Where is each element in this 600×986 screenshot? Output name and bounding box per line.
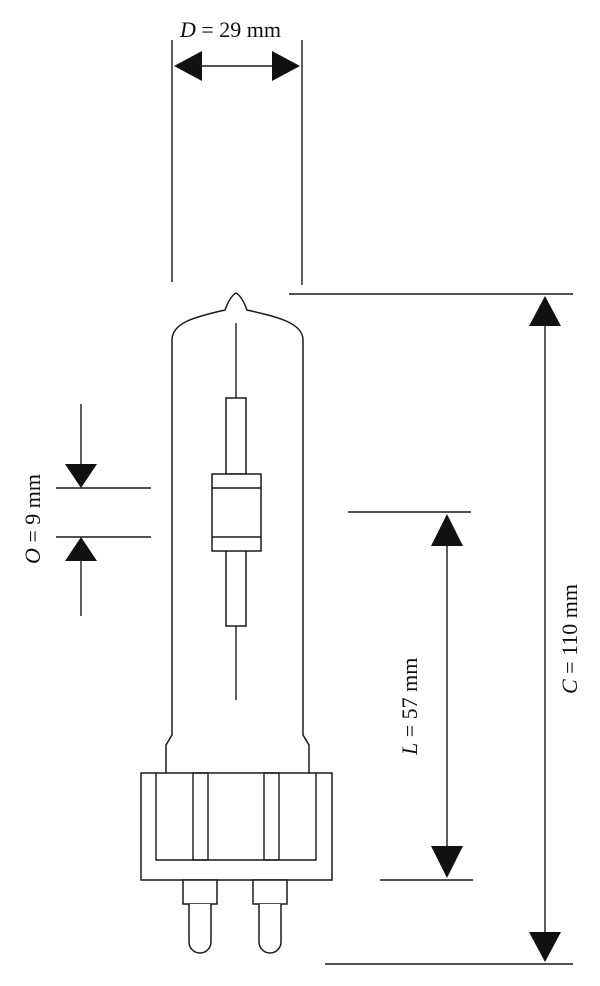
- base-rib-right: [263, 772, 280, 861]
- arc-tube: [211, 473, 262, 552]
- arrowhead-o-bottom: [65, 537, 97, 561]
- pin-right-collar: [252, 879, 288, 905]
- pin-right: [252, 879, 288, 954]
- label-d: D = 29 mm: [179, 17, 281, 42]
- arrowhead-d-right: [272, 51, 300, 81]
- label-o: O = 9 mm: [20, 474, 45, 564]
- arrowhead-l-top: [431, 514, 463, 546]
- arrowhead-d-left: [174, 51, 202, 81]
- dimension-d: D = 29 mm: [171, 17, 303, 285]
- dimension-l: L = 57 mm: [348, 511, 473, 881]
- pin-left: [182, 879, 218, 954]
- arrowhead-c-top: [529, 296, 561, 326]
- pin-right-shaft: [258, 904, 282, 954]
- metal-halide-lamp: [140, 292, 333, 954]
- dimension-c: C = 110 mm: [289, 293, 582, 965]
- dimension-o: O = 9 mm: [20, 404, 151, 616]
- arrowhead-l-bottom: [431, 846, 463, 878]
- pin-left-shaft: [188, 904, 212, 954]
- label-l: L = 57 mm: [397, 658, 422, 756]
- base-rib-left: [192, 772, 209, 861]
- arrowhead-o-top: [65, 464, 97, 488]
- lamp-base: [140, 772, 333, 881]
- upper-support-rod: [225, 397, 247, 475]
- pin-left-collar: [182, 879, 218, 905]
- label-c: C = 110 mm: [557, 584, 582, 694]
- lower-support-rod: [225, 549, 247, 627]
- lamp-base-inner-outline: [155, 773, 317, 861]
- arrowhead-c-bottom: [529, 932, 561, 962]
